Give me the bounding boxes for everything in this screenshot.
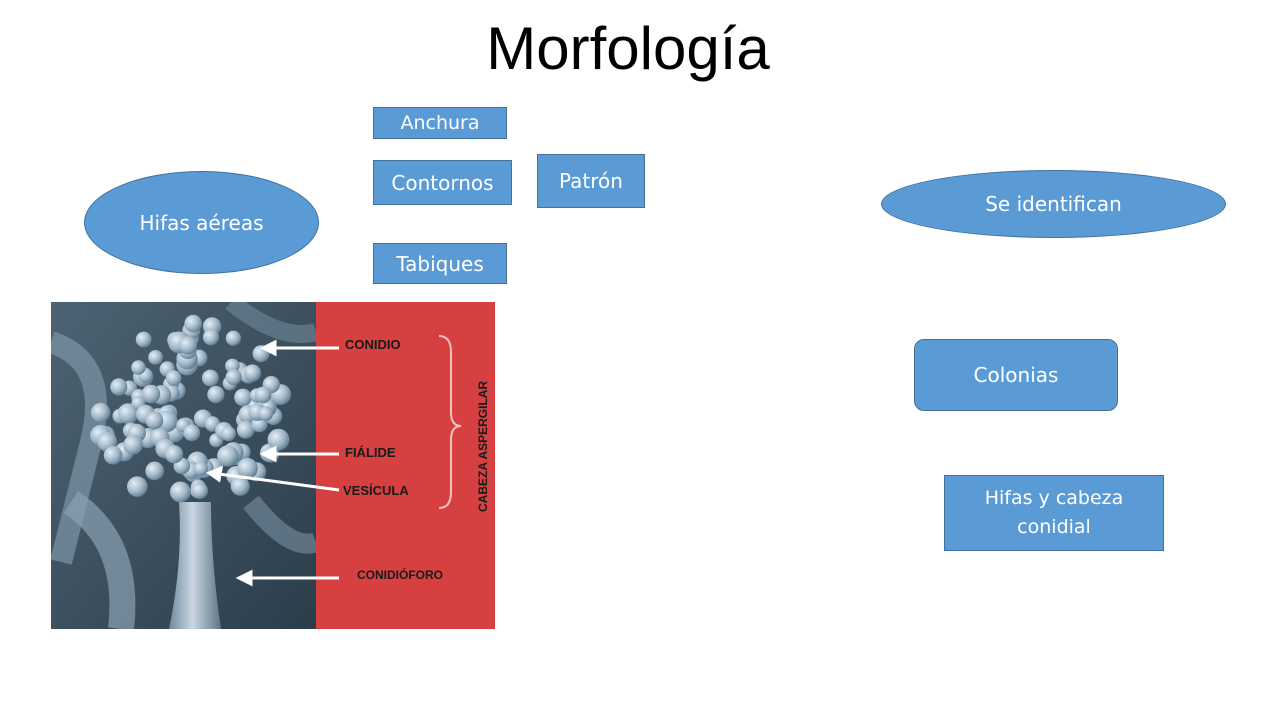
anchura-box: Anchura	[373, 107, 507, 139]
colonias-box: Colonias	[914, 339, 1118, 411]
label-conidioforo: CONIDIÓFORO	[357, 567, 443, 582]
hifas-cabeza-conidial-box: Hifas y cabeza conidial	[944, 475, 1164, 551]
se-identifican-ellipse: Se identifican	[881, 170, 1226, 238]
patron-box: Patrón	[537, 154, 645, 208]
label-vesicula: VESÍCULA	[343, 483, 409, 498]
tabiques-box: Tabiques	[373, 243, 507, 284]
label-fialide: FIÁLIDE	[345, 445, 396, 460]
contornos-box: Contornos	[373, 160, 512, 205]
label-cabeza-aspergilar: CABEZA ASPERGILAR	[476, 381, 490, 512]
slide-title: Morfología	[486, 15, 770, 82]
label-conidio: CONIDIO	[345, 337, 401, 352]
aspergillus-micrograph-image: CONIDIO FIÁLIDE VESÍCULA CONIDIÓFORO CAB…	[47, 294, 495, 631]
hifas-aereas-ellipse: Hifas aéreas	[84, 171, 319, 274]
